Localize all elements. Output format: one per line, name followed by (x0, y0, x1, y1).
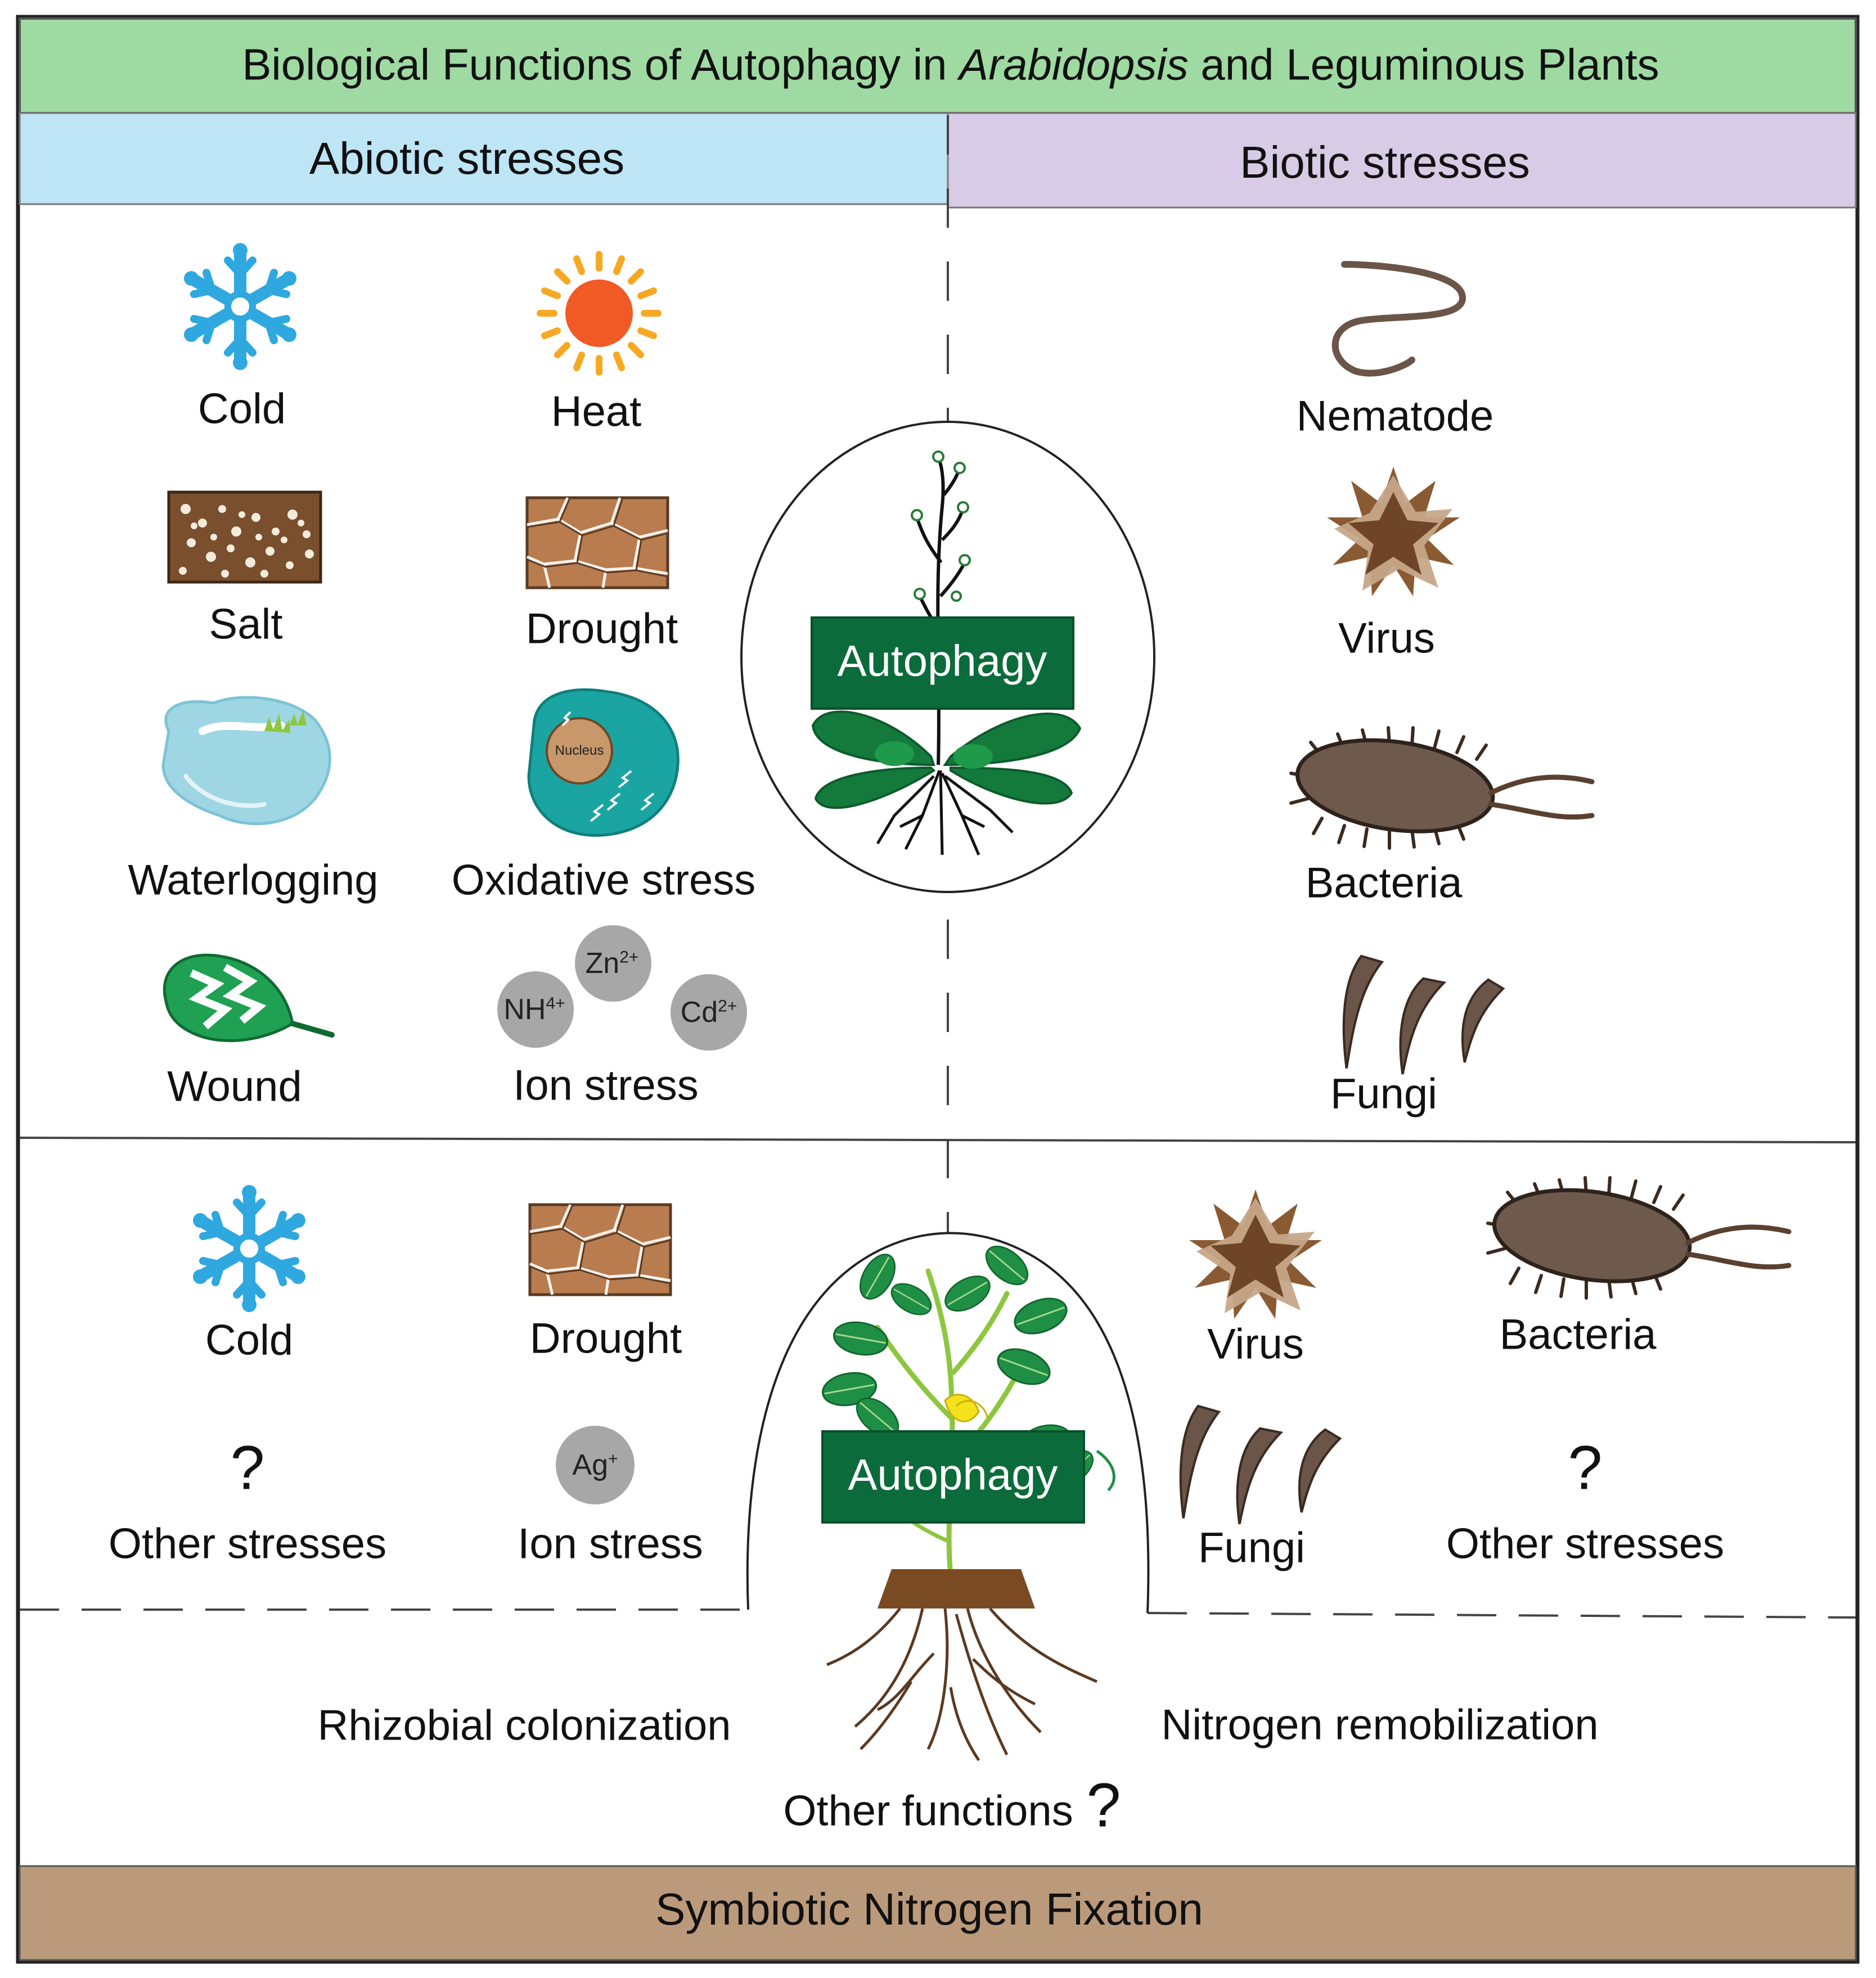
label-fungi: Fungi (1330, 1070, 1438, 1118)
ion-ag-symbol: Ag (572, 1449, 609, 1481)
label-legume-other-biotic: Other stresses (1446, 1520, 1725, 1568)
ion-ag-charge: + (608, 1449, 618, 1468)
ion-cd-symbol: Cd (680, 996, 718, 1029)
abiotic-header-bar (19, 112, 949, 205)
ion-cd-charge: 2+ (718, 997, 737, 1016)
label-salt: Salt (209, 600, 283, 648)
label-virus: Virus (1338, 614, 1435, 663)
label-bacteria: Bacteria (1305, 859, 1463, 907)
nematode-worm-icon (1331, 261, 1466, 377)
ion-nh-charge: 4+ (546, 994, 565, 1013)
ion-cd: Cd2+ (681, 995, 737, 1029)
question-mark-functions: ? (1086, 1770, 1121, 1840)
autophagy-box-legume (821, 1430, 1085, 1524)
label-nucleus: Nucleus (555, 743, 604, 758)
section-divider (19, 1137, 1856, 1143)
biotic-header: Biotic stresses (1240, 137, 1530, 187)
figure-title: Biological Functions of Autophagy in Ara… (242, 39, 1659, 91)
ion-nh-symbol: NH (503, 993, 546, 1026)
label-ion-stress: Ion stress (513, 1061, 699, 1110)
label-oxidative-stress: Oxidative stress (451, 856, 756, 904)
zn-ion-circle (575, 925, 651, 1002)
biotic-header-bar (947, 112, 1857, 209)
label-nitrogen-remobilization: Nitrogen remobilization (1161, 1701, 1599, 1749)
title-text-1: Biological Functions of Autophagy in (242, 39, 960, 89)
salt-soil-icon (167, 490, 322, 584)
label-other-functions: Other functions (783, 1787, 1073, 1835)
title-bar (19, 17, 1857, 114)
autophagy-box-arabidopsis (811, 616, 1074, 710)
label-legume-cold: Cold (205, 1316, 294, 1364)
ion-nh: NH4+ (503, 993, 565, 1026)
autophagy-label-arabidopsis: Autophagy (837, 636, 1047, 686)
label-nematode: Nematode (1296, 392, 1494, 440)
ion-zn-charge: 2+ (619, 948, 639, 967)
title-text-2: and Leguminous Plants (1188, 39, 1659, 89)
nh-ion-circle (497, 971, 574, 1048)
wound-leaf-icon (163, 953, 335, 1042)
outer-frame (16, 15, 1860, 1964)
question-mark-abiotic: ? (230, 1433, 265, 1503)
label-legume-bacteria: Bacteria (1499, 1310, 1657, 1359)
ion-ag: Ag+ (572, 1448, 618, 1482)
label-cold: Cold (197, 385, 286, 433)
label-heat: Heat (551, 388, 642, 436)
waterlogging-pond-icon (161, 696, 331, 826)
title-italic: Arabidopsis (959, 39, 1189, 89)
drought-soil-icon (527, 498, 668, 588)
label-wound: Wound (167, 1062, 302, 1111)
label-legume-drought: Drought (529, 1314, 682, 1363)
ion-zn: Zn2+ (586, 947, 639, 980)
label-legume-ion-stress: Ion stress (518, 1520, 703, 1568)
label-legume-virus: Virus (1207, 1320, 1304, 1368)
question-mark-biotic: ? (1568, 1433, 1603, 1503)
autophagy-label-legume: Autophagy (848, 1449, 1058, 1499)
ag-ion-circle (556, 1426, 635, 1504)
cd-ion-circle (671, 974, 747, 1051)
symbiosis-divider-right (1147, 1612, 1856, 1619)
label-rhizobial-colonization: Rhizobial colonization (317, 1701, 731, 1750)
legume-drought-soil-icon (530, 1205, 671, 1295)
label-waterlogging: Waterlogging (128, 856, 379, 904)
footer-label: Symbiotic Nitrogen Fixation (655, 1884, 1203, 1934)
ion-zn-symbol: Zn (585, 947, 620, 980)
label-legume-fungi: Fungi (1198, 1524, 1306, 1572)
label-drought: Drought (525, 605, 678, 653)
label-legume-other-abiotic: Other stresses (108, 1520, 387, 1568)
footer-bar (19, 1865, 1857, 1961)
abiotic-header: Abiotic stresses (309, 133, 625, 183)
oxidative-cell-icon (527, 688, 680, 837)
